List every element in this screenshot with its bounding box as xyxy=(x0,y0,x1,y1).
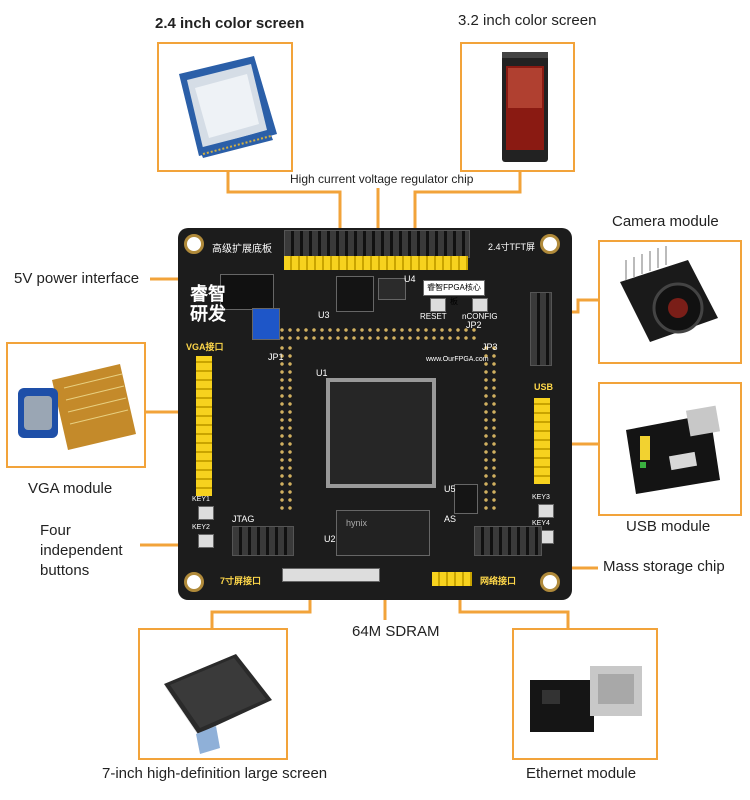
usb-box xyxy=(598,382,742,516)
jp3-label: JP3 xyxy=(482,342,498,352)
nconfig-label: nCONFIG xyxy=(462,312,498,321)
key2-label: KEY2 xyxy=(192,524,210,531)
jp1-pads xyxy=(278,344,296,514)
board-title: 高级扩展底板 xyxy=(212,244,272,255)
jp2-pads xyxy=(278,326,478,344)
mount-hole xyxy=(184,234,204,254)
as-header xyxy=(474,526,542,556)
screen-7-box xyxy=(138,628,288,760)
usb-header xyxy=(534,398,550,484)
u3-label: U3 xyxy=(318,310,330,320)
mount-hole xyxy=(540,234,560,254)
u5-label: U5 xyxy=(444,484,456,494)
sdram-chip xyxy=(336,510,430,556)
tft-port-label: 2.4寸TFT屏 xyxy=(488,242,536,252)
tft-header xyxy=(284,230,470,258)
sdram-mark: hynix xyxy=(346,518,368,528)
vga-label: VGA module xyxy=(28,480,113,497)
brand-logo: 睿智 研发 xyxy=(190,284,226,324)
ethernet-label: Ethernet module xyxy=(526,765,637,782)
tft-header-pins xyxy=(284,256,468,270)
fpga-board: 高级扩展底板 2.4寸TFT屏 睿智 研发 U3 U4 睿智FPGA核心板 RE… xyxy=(178,228,572,600)
fpga-chip xyxy=(326,378,436,488)
screen-24-box xyxy=(157,42,293,172)
ethernet-box xyxy=(512,628,658,760)
mount-hole xyxy=(540,572,560,592)
vga-image xyxy=(18,364,136,450)
u2-label: U2 xyxy=(324,534,336,544)
vga-header xyxy=(196,356,212,496)
sdram-label: 64M SDRAM xyxy=(352,623,440,640)
camera-label: Camera module xyxy=(612,213,719,230)
jtag-header xyxy=(232,526,294,556)
key2-button[interactable] xyxy=(198,534,214,548)
vga-port-label: VGA接口 xyxy=(186,342,224,352)
u1-label: U1 xyxy=(316,368,328,378)
jp3-pads xyxy=(482,344,500,514)
ethernet-image xyxy=(530,666,642,732)
mass-storage-label: Mass storage chip xyxy=(603,558,725,575)
key1-button[interactable] xyxy=(198,506,214,520)
screen7-port-label: 7寸屏接口 xyxy=(220,576,262,586)
nconfig-button[interactable] xyxy=(472,298,488,312)
lcd-32-image xyxy=(502,52,548,162)
jp1-label: JP1 xyxy=(268,352,284,362)
net-header xyxy=(432,572,472,586)
vga-box xyxy=(6,342,146,468)
screen-24-label: 2.4 inch color screen xyxy=(155,15,305,32)
buttons-label: Four independent buttons xyxy=(40,522,123,579)
screen7-connector xyxy=(282,568,380,582)
usb-image xyxy=(626,405,721,494)
power-jack xyxy=(220,274,274,310)
regulator-chip-2 xyxy=(378,278,406,300)
regulator-label: High current voltage regulator chip xyxy=(288,172,476,186)
usb-label: USB module xyxy=(626,518,711,535)
regulator-chip xyxy=(336,276,374,312)
key4-label: KEY4 xyxy=(532,520,550,527)
core-board-plate: 睿智FPGA核心板 xyxy=(423,280,485,306)
screen-32-label: 3.2 inch color screen xyxy=(458,12,597,29)
usb-port-label: USB xyxy=(534,382,554,392)
lcd-24-image xyxy=(179,56,277,158)
storage-chip xyxy=(454,484,478,514)
reset-button[interactable] xyxy=(430,298,446,312)
screen-7-label: 7-inch high-definition large screen xyxy=(102,765,328,782)
power-label: 5V power interface xyxy=(14,270,140,287)
key1-label: KEY1 xyxy=(192,496,210,503)
camera-image xyxy=(620,246,718,342)
jtag-label: JTAG xyxy=(232,514,255,524)
reset-label: RESET xyxy=(420,312,447,321)
site-url: www.OurFPGA.com xyxy=(426,356,489,363)
camera-header xyxy=(530,292,552,366)
key3-label: KEY3 xyxy=(532,494,550,501)
screen-32-box xyxy=(460,42,575,172)
mount-hole xyxy=(184,572,204,592)
camera-box xyxy=(598,240,742,364)
jp2-label: JP2 xyxy=(466,320,482,330)
net-port-label: 网络接口 xyxy=(480,576,517,586)
key3-button[interactable] xyxy=(538,504,554,518)
u4-label: U4 xyxy=(404,274,416,284)
power-switch xyxy=(252,308,280,340)
lcd-7-image xyxy=(164,654,272,754)
as-label: AS xyxy=(444,514,457,524)
